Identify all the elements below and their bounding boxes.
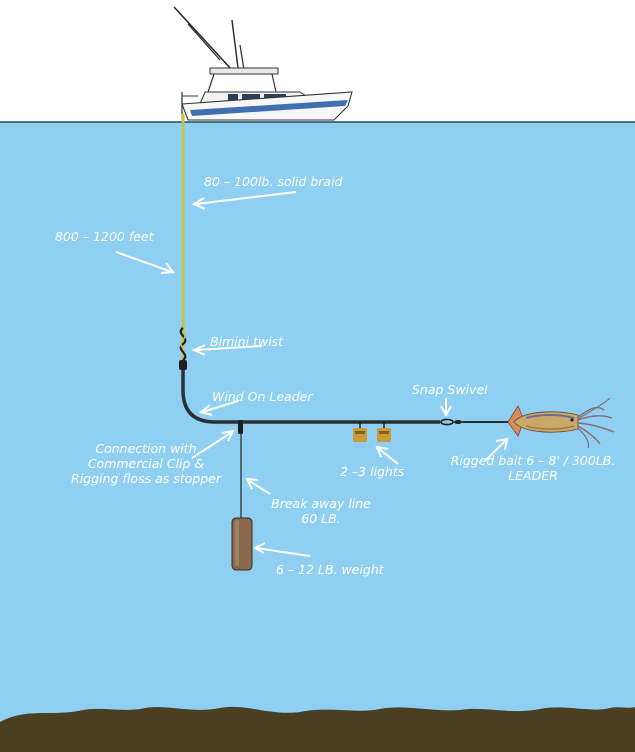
seabed xyxy=(0,706,635,752)
label-break-away-line-1: Break away line xyxy=(271,496,371,511)
water xyxy=(0,122,635,752)
label-snap-swivel: Snap Swivel xyxy=(412,382,488,397)
arrow-break-away xyxy=(247,479,271,495)
bimini-twist-knot-icon xyxy=(179,327,187,361)
leader-connector xyxy=(179,360,187,370)
arrow-depth xyxy=(115,251,173,273)
lure-lights-icon xyxy=(353,422,391,442)
label-bimini-twist: Bimini twist xyxy=(210,334,284,349)
arrow-lights-head xyxy=(375,445,389,458)
label-rigged-bait-line-1: Rigged bait 6 – 8' / 300LB. xyxy=(450,453,616,468)
arrow-bimini xyxy=(195,345,263,351)
label-connection: Connection with Commercial Clip & Riggin… xyxy=(60,441,232,486)
arrow-bait xyxy=(485,439,507,461)
arrow-wind-on-head xyxy=(198,404,213,416)
sportfishing-boat-icon xyxy=(173,6,353,121)
label-wind-on-leader: Wind On Leader xyxy=(212,389,313,404)
label-break-away-line-2: 60 LB. xyxy=(301,511,341,526)
arrow-depth-head xyxy=(160,262,175,274)
arrow-braid xyxy=(195,191,297,205)
label-braid: 80 – 100lb. solid braid xyxy=(204,174,343,189)
label-break-away: Break away line 60 LB. xyxy=(262,496,380,526)
commercial-clip xyxy=(238,420,243,434)
arrow-connection-head xyxy=(221,429,235,442)
arrow-snap-swivel-head xyxy=(440,405,452,418)
label-connection-line-3: Rigging floss as stopper xyxy=(71,471,221,486)
label-connection-line-2: Commercial Clip & xyxy=(87,456,205,471)
arrow-bimini-head xyxy=(191,344,206,356)
arrow-bait-head xyxy=(495,437,509,451)
arrow-break-away-head xyxy=(245,477,259,490)
label-lights: 2 –3 lights xyxy=(340,464,405,479)
snap-swivel-icon xyxy=(440,418,462,426)
label-depth: 800 – 1200 feet xyxy=(55,229,154,244)
arrow-connection xyxy=(191,431,233,459)
boat-stripe xyxy=(190,100,348,116)
label-connection-line-1: Connection with xyxy=(95,441,197,456)
callout-arrows xyxy=(115,191,509,557)
arrow-wind-on xyxy=(201,400,239,413)
label-rigged-bait-line-2: LEADER xyxy=(508,468,558,483)
wind-on-leader-line xyxy=(181,360,440,424)
arrow-weight-head xyxy=(252,542,266,554)
sinker-weight-icon xyxy=(231,517,253,571)
label-weight: 6 – 12 LB. weight xyxy=(276,562,384,577)
label-rigged-bait: Rigged bait 6 – 8' / 300LB. LEADER xyxy=(436,453,630,483)
arrow-braid-head xyxy=(191,197,206,210)
arrow-weight xyxy=(255,547,311,557)
arrow-lights xyxy=(377,447,399,465)
squid-bait-icon xyxy=(507,397,615,449)
